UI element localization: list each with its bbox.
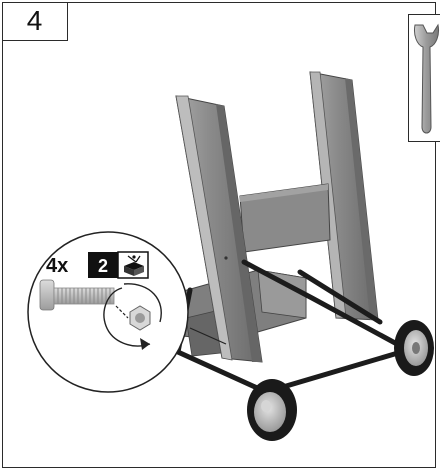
step-number-box: 4: [2, 2, 68, 41]
parts-bag-icon: [117, 251, 149, 279]
bag-number: 2: [98, 256, 108, 276]
page-frame: [2, 2, 436, 468]
cross-brace: [239, 183, 331, 253]
left-upright: [175, 95, 263, 363]
callout-leader: [189, 327, 227, 345]
rotation-arrow-icon: [103, 283, 162, 350]
assembly-guide: [115, 305, 129, 319]
hardware-callout: 4x 2: [27, 231, 189, 393]
step-number: 4: [26, 5, 43, 36]
bag-number-box: [88, 252, 118, 278]
nut-icon: [129, 305, 151, 331]
wrench-icon: [414, 23, 439, 134]
quantity-label: 4x: [46, 255, 68, 277]
right-wheel: [394, 320, 434, 376]
bolt-icon: [39, 279, 115, 311]
tool-box: [408, 14, 440, 142]
left-wheel: [247, 379, 297, 441]
